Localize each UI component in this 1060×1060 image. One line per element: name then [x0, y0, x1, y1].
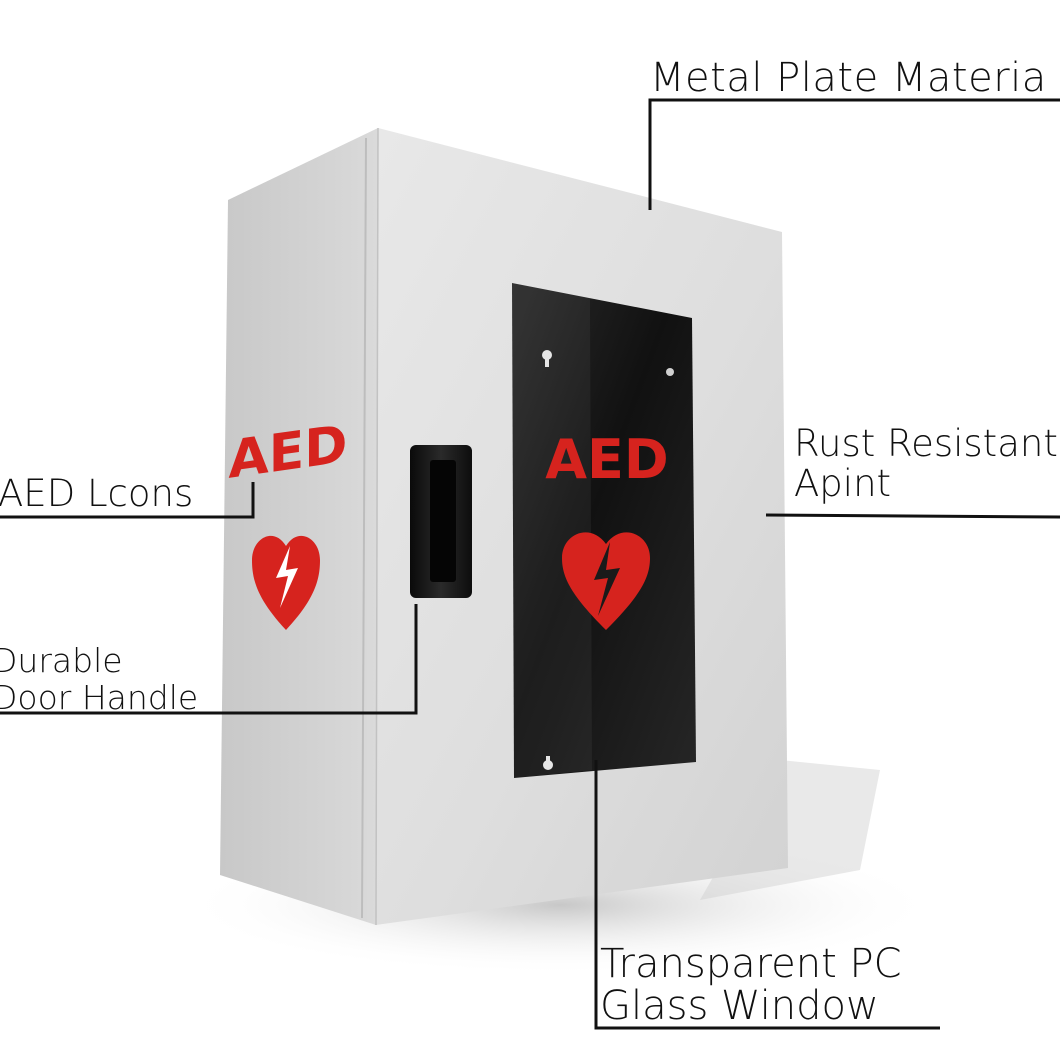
label-door-handle-line1: Durable [0, 641, 123, 680]
window-aed-sign: AED [545, 428, 669, 491]
label-aed-icons-text: AED Lcons [0, 472, 194, 515]
door-seam [361, 137, 367, 919]
callout-line-rust [765, 513, 1060, 519]
callout-line-icons [0, 482, 255, 519]
label-door-handle-line2: Door Handle [0, 678, 199, 717]
callout-lines [0, 98, 1060, 1030]
label-aed-icons: AED Lcons [0, 475, 193, 512]
side-heart-icon [252, 535, 320, 630]
label-metal-plate-text: Metal Plate Materia [650, 55, 1047, 101]
label-glass-window-line2: Glass Window [600, 983, 879, 1029]
label-metal-plate: Metal Plate Materia [650, 58, 1047, 98]
window-heart-icon [562, 532, 650, 630]
cabinet-side-panel [220, 128, 378, 925]
glass-window [512, 283, 696, 778]
label-rust-resistant-line1: Rust Resistant [794, 422, 1058, 465]
callout-line-handle [0, 604, 418, 715]
callout-line-window [594, 760, 940, 1030]
label-rust-resistant: Rust Resistant Apint [794, 424, 1058, 504]
label-rust-resistant-line2: Apint [794, 462, 892, 505]
label-glass-window-line1: Transparent PC [600, 941, 902, 987]
label-door-handle: Durable Door Handle [0, 642, 198, 716]
label-glass-window: Transparent PC Glass Window [600, 943, 902, 1027]
callout-line-metal [648, 98, 1060, 210]
